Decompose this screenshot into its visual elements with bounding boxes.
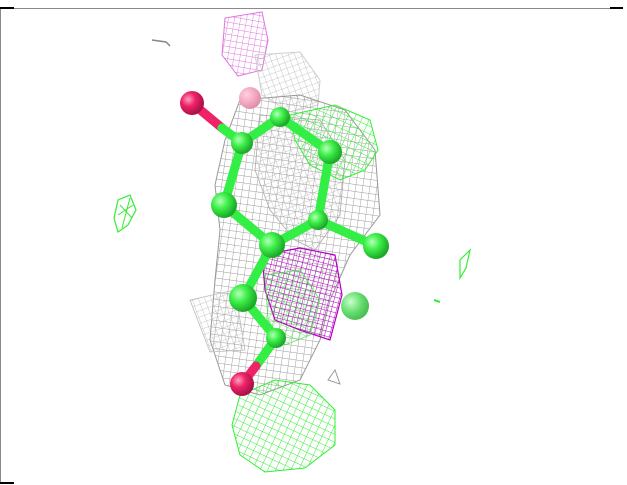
ligand-atoms <box>180 91 389 396</box>
carbon-atom <box>308 210 328 230</box>
carbon-atom <box>363 233 389 259</box>
stray-green-fragment-right <box>433 248 472 303</box>
carbon-atom <box>211 192 237 218</box>
stray-green-fragment-left <box>113 194 137 233</box>
carbon-atom <box>259 232 285 258</box>
oxygen-atom-bottom <box>230 372 254 396</box>
corner-mark-top-right <box>610 7 623 9</box>
dim-carbon-atom <box>341 292 369 320</box>
carbon-atom <box>318 140 342 164</box>
viewport-top-border <box>0 8 622 9</box>
viewport-left-border <box>0 8 1 484</box>
stray-grey-fragment-bottom <box>327 368 341 385</box>
carbon-atom <box>270 107 290 127</box>
carbon-atom <box>266 328 286 348</box>
corner-mark-top-left <box>0 7 14 9</box>
carbon-atom <box>231 132 253 154</box>
carbon-atom <box>229 284 257 312</box>
corner-mark-bottom-left <box>0 482 14 484</box>
dim-oxygen-atom <box>239 87 261 109</box>
oxygen-atom-top <box>180 91 204 115</box>
green-density-mesh-middle <box>264 269 321 346</box>
stray-grey-fragment-top <box>151 39 171 47</box>
green-density-mesh-lower <box>231 379 336 473</box>
